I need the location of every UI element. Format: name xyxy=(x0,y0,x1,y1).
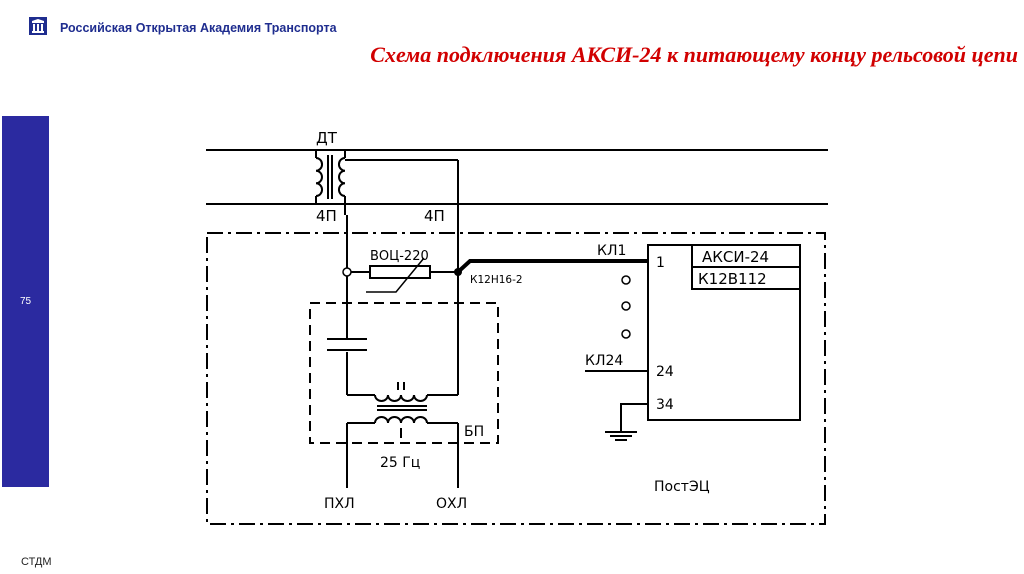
device-name: АКСИ-24 xyxy=(702,248,769,266)
cable-dot xyxy=(621,329,631,339)
line-left-label: ПХЛ xyxy=(324,496,355,512)
terminal-right-label: 4П xyxy=(424,207,445,225)
cable-kl24-label: КЛ24 xyxy=(585,353,623,369)
pin-1-label: 1 xyxy=(656,255,665,271)
academy-logo-icon xyxy=(29,17,47,35)
footer-label: СТДМ xyxy=(21,556,52,568)
power-unit-boundary xyxy=(309,302,499,444)
supply-transformer xyxy=(346,382,459,488)
frequency-label: 25 Гц xyxy=(380,455,420,471)
device-model-cell xyxy=(691,266,801,290)
slide-title: Схема подключения АКСИ-24 к питающему ко… xyxy=(370,42,1018,67)
resistor-voc220 xyxy=(351,257,455,293)
organization-name: Российская Открытая Академия Транспорта xyxy=(60,21,337,35)
pin-24-label: 24 xyxy=(656,364,674,380)
slide-number: 75 xyxy=(19,296,32,307)
pin-34-label: 34 xyxy=(656,397,674,413)
junction-label: К12Н16-2 xyxy=(470,274,523,286)
terminal-left-label: 4П xyxy=(316,207,337,225)
cable-kl1 xyxy=(456,259,648,274)
line-right-label: ОХЛ xyxy=(436,496,467,512)
device-model: К12В112 xyxy=(698,270,767,288)
resistor-label: ВОЦ-220 xyxy=(370,249,429,264)
junction-open xyxy=(342,267,352,277)
ground-icon xyxy=(605,403,648,441)
post-boundary xyxy=(206,232,826,525)
cable-dot xyxy=(621,275,631,285)
rail-transformer xyxy=(315,150,346,215)
sidebar: 75 xyxy=(2,116,49,487)
transformer-label: ДТ xyxy=(316,129,338,147)
post-label: ПостЭЦ xyxy=(654,479,710,495)
cable-kl1-label: КЛ1 xyxy=(597,243,626,259)
capacitor xyxy=(327,338,367,352)
bp-label: БП xyxy=(464,424,484,440)
header: Российская Открытая Академия Транспорта xyxy=(0,0,1024,48)
cable-dot xyxy=(621,301,631,311)
